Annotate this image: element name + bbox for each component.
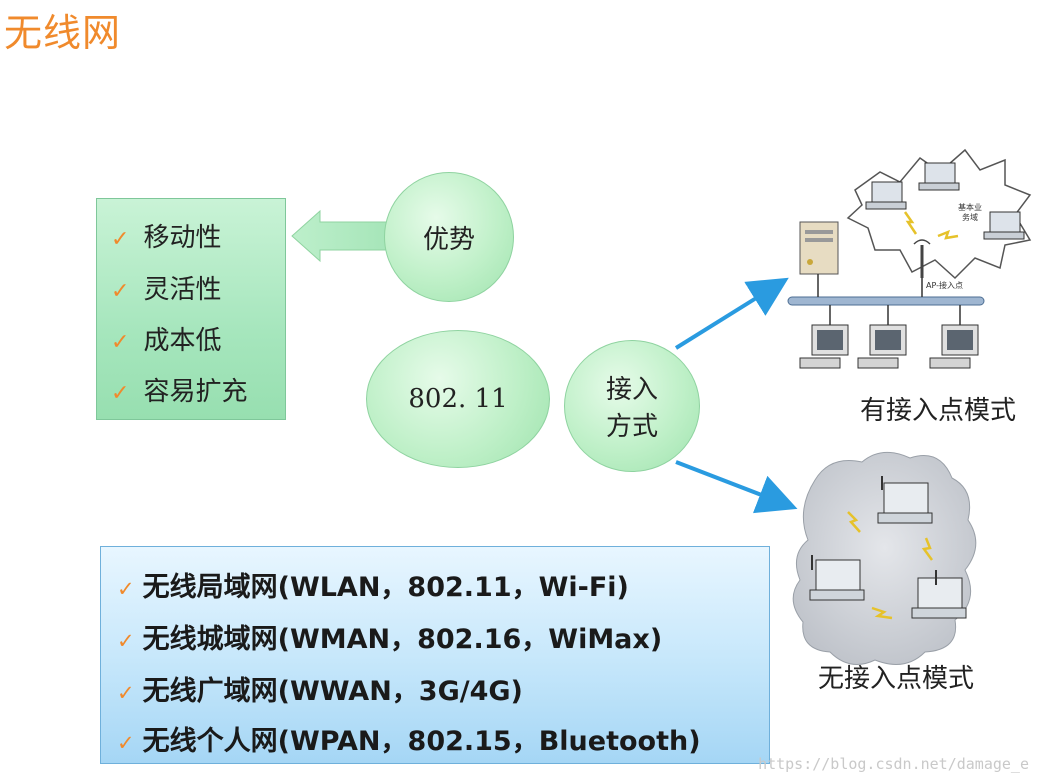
network-type-item: ✓无线城域网(WMAN，802.16，WiMax) bbox=[117, 624, 663, 655]
ap-label: AP-接入点 bbox=[926, 280, 963, 290]
check-icon: ✓ bbox=[117, 577, 135, 601]
standard-bubble: 802. 11 bbox=[366, 330, 550, 468]
laptop-icon bbox=[865, 181, 907, 210]
advantage-item: ✓成本低 bbox=[111, 326, 222, 356]
adhoc-mode-caption: 无接入点模式 bbox=[818, 664, 975, 694]
advantage-item: ✓灵活性 bbox=[111, 275, 222, 305]
advantage-item: ✓容易扩充 bbox=[111, 377, 248, 407]
check-icon: ✓ bbox=[117, 629, 135, 653]
network-type-item: ✓无线个人网(WPAN，802.15，Bluetooth) bbox=[117, 726, 701, 757]
arrow-to-ap-mode bbox=[674, 277, 789, 350]
check-icon: ✓ bbox=[117, 681, 135, 705]
advantages-box: ✓移动性 ✓灵活性 ✓成本低 ✓容易扩充 bbox=[96, 198, 286, 420]
watermark: https://blog.csdn.net/damage_e bbox=[758, 755, 1029, 773]
advantage-bubble: 优势 bbox=[384, 172, 514, 302]
bss-label: 务域 bbox=[962, 212, 978, 222]
advantage-arrow bbox=[291, 209, 393, 263]
lightning-icon bbox=[903, 211, 918, 235]
network-type-item: ✓无线广域网(WWAN，3G/4G) bbox=[117, 676, 523, 707]
desktop-icon bbox=[929, 324, 979, 369]
desktop-icon bbox=[799, 324, 849, 369]
arrow-to-adhoc-mode bbox=[675, 460, 798, 514]
lightning-icon bbox=[937, 229, 959, 240]
laptop-icon bbox=[877, 476, 933, 524]
lightning-icon bbox=[921, 537, 934, 561]
ap-mode-caption: 有接入点模式 bbox=[860, 396, 1017, 426]
network-type-item: ✓无线局域网(WLAN，802.11，Wi-Fi) bbox=[117, 572, 629, 603]
laptop-icon bbox=[983, 211, 1025, 240]
laptop-icon bbox=[911, 570, 967, 619]
network-bus bbox=[787, 296, 985, 306]
check-icon: ✓ bbox=[111, 227, 130, 252]
desktop-icon bbox=[857, 324, 907, 369]
adhoc-mode-diagram bbox=[792, 451, 977, 665]
server-icon bbox=[799, 221, 839, 275]
lightning-icon bbox=[847, 511, 861, 533]
ap-mode-diagram: AP-接入点 基本业 务域 bbox=[787, 148, 1032, 369]
check-icon: ✓ bbox=[111, 330, 130, 355]
network-types-box: ✓无线局域网(WLAN，802.11，Wi-Fi) ✓无线城域网(WMAN，80… bbox=[100, 546, 770, 764]
page-title: 无线网 bbox=[4, 11, 122, 55]
access-method-bubble: 接入 方式 bbox=[564, 340, 700, 472]
laptop-icon bbox=[918, 162, 960, 191]
bss-label: 基本业 bbox=[958, 202, 982, 212]
check-icon: ✓ bbox=[111, 279, 130, 304]
antenna-icon bbox=[913, 239, 931, 278]
lightning-icon bbox=[871, 606, 893, 620]
laptop-icon bbox=[809, 555, 865, 601]
check-icon: ✓ bbox=[111, 381, 130, 406]
advantage-item: ✓移动性 bbox=[111, 223, 222, 253]
check-icon: ✓ bbox=[117, 731, 135, 755]
